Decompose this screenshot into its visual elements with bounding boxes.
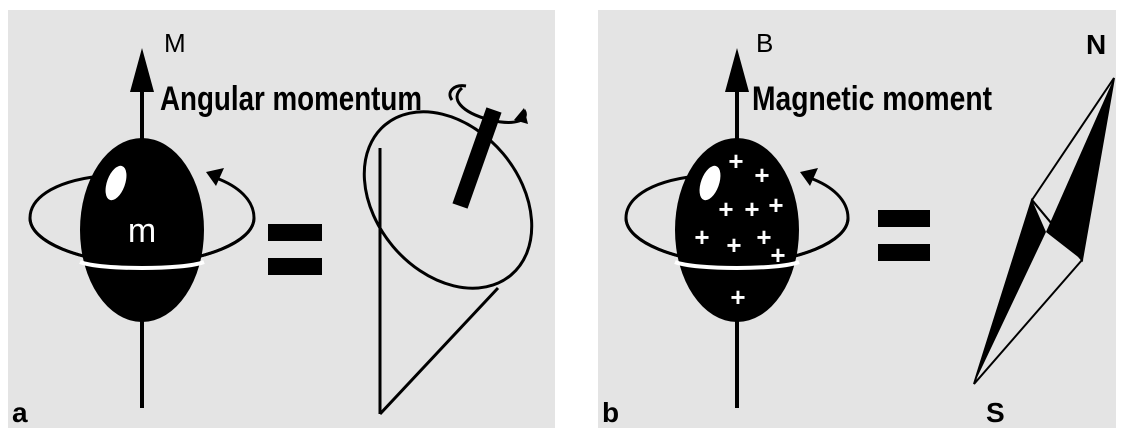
charge-plus: + [718, 194, 733, 224]
south-label: S [986, 397, 1005, 428]
equals-bar-bottom [268, 258, 322, 275]
north-label: N [1086, 29, 1106, 60]
charge-plus: + [768, 190, 783, 220]
equals-bar-top [878, 210, 930, 227]
charge-plus: + [770, 240, 785, 270]
charge-plus: + [730, 282, 745, 312]
charge-plus: + [726, 230, 741, 260]
axis-label-m: M [164, 28, 186, 58]
equals-bar-bottom [878, 244, 930, 261]
panel-letter-a: a [12, 397, 28, 428]
panel-letter-b: b [602, 397, 619, 428]
panel-a: M Angular momentum m a [8, 10, 566, 428]
charge-plus: + [694, 222, 709, 252]
magnetic-moment-title: Magnetic moment [752, 80, 992, 118]
angular-momentum-title: Angular momentum [160, 80, 422, 118]
charge-plus: + [754, 160, 769, 190]
charge-plus: + [744, 194, 759, 224]
mass-label-m: m [128, 212, 156, 250]
axis-label-b: B [756, 28, 773, 58]
charge-plus: + [756, 222, 771, 252]
charge-plus: + [728, 146, 743, 176]
panel-b: B Magnetic moment + + + + + + + + + + [598, 10, 1116, 428]
equals-bar-top [268, 224, 322, 241]
